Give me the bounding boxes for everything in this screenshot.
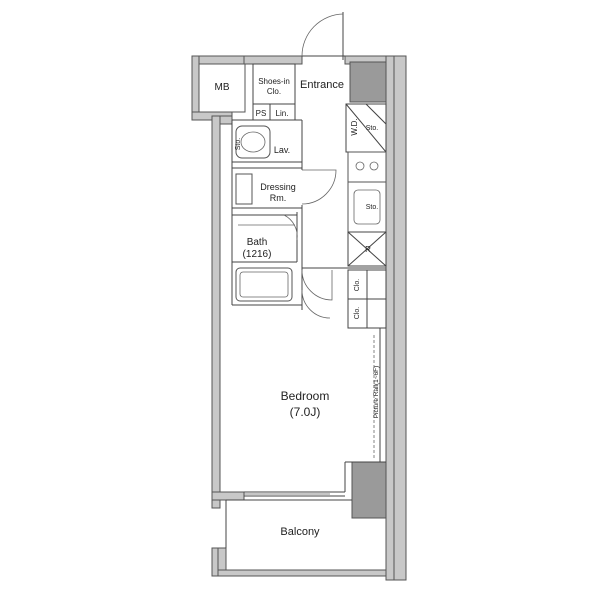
lin-label: Lin.: [276, 109, 289, 118]
exterior-walls: [191, 55, 407, 581]
sto-lav-label: Sto.: [235, 138, 242, 151]
clo-label-2: Clo.: [354, 307, 361, 320]
interior-doors: [283, 169, 337, 319]
bedroom-label-2: (7.0J): [290, 405, 321, 419]
mb-label: MB: [215, 82, 230, 93]
shoes-clo-label: Clo.: [267, 87, 281, 96]
bath-label-2: (1216): [243, 249, 272, 260]
sto-kitchen-label: Sto.: [366, 204, 379, 211]
lav-label: Lav.: [274, 145, 290, 155]
fridge-label: R: [365, 245, 371, 254]
dressing-label-2: Rm.: [270, 193, 287, 203]
bath-label-1: Bath: [247, 237, 268, 248]
clo-label-1: Clo.: [354, 279, 361, 292]
bedroom-label-1: Bedroom: [281, 389, 330, 403]
balcony-label: Balcony: [280, 526, 320, 538]
sto-top-label: Sto.: [366, 125, 379, 132]
fixtures: [235, 125, 381, 302]
entrance-door: [301, 12, 345, 60]
dressing-label-1: Dressing: [260, 182, 296, 192]
ps-label: PS: [256, 109, 267, 118]
picture-rail-label: Picture Rail(1~6F): [373, 366, 380, 419]
shoes-in-label: Shoes-in: [258, 77, 290, 86]
wd-label: W.D.: [350, 118, 359, 135]
entrance-label: Entrance: [300, 79, 344, 91]
mb-room: MB: [198, 63, 246, 113]
